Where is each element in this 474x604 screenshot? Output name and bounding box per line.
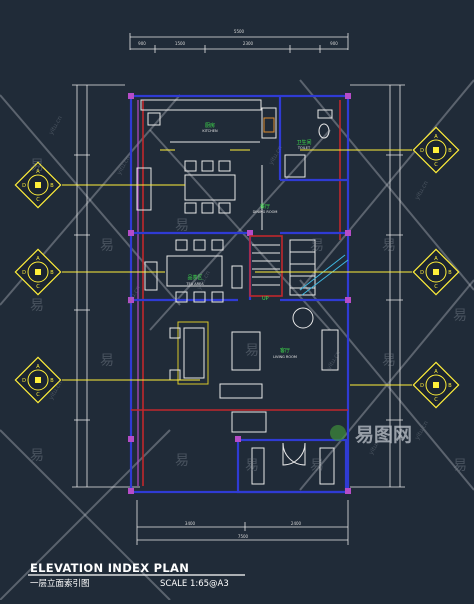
watermark-glyph: 易: [453, 308, 467, 324]
tea-area: 品茶区 TEA AREA: [144, 239, 243, 303]
marker-letter: D: [22, 183, 26, 189]
toilet-label: 卫生间: [296, 139, 311, 146]
index-marker: A B C D: [14, 161, 62, 209]
marker-letter: B: [50, 183, 54, 189]
watermark-glyph: 易: [175, 218, 189, 234]
marker-letter: A: [434, 134, 438, 140]
staircase: UP: [249, 235, 349, 302]
watermark-glyph: 易: [30, 158, 44, 174]
bottom-dimensions: 3400 2400 7500: [136, 500, 349, 545]
watermark-glyph: 易: [310, 458, 324, 474]
marker-letter: C: [36, 392, 40, 398]
marker-letter: D: [420, 383, 424, 389]
top-dim-1: 900: [138, 41, 146, 46]
marker-letter: D: [420, 148, 424, 154]
bottom-total-dim: 7500: [238, 534, 249, 539]
title-block: ELEVATION INDEX PLAN 一层立面索引图 SCALE 1:65@…: [28, 561, 245, 589]
marker-letter: A: [36, 169, 40, 175]
bottom-dim-1: 3400: [185, 521, 196, 526]
watermark-glyph: 易: [245, 458, 259, 474]
marker-letter: D: [22, 378, 26, 384]
index-marker: A B C D: [412, 361, 460, 409]
watermark-lines: [0, 79, 474, 601]
index-marker: A B C D: [412, 248, 460, 296]
marker-letter: B: [448, 270, 452, 276]
plan-title: ELEVATION INDEX PLAN: [30, 561, 189, 575]
dining-label-en: DINING ROOM: [253, 210, 278, 214]
marker-letter: B: [50, 378, 54, 384]
top-dim-3: 2300: [243, 41, 254, 46]
living-room-label-en: LIVING ROOM: [273, 355, 297, 359]
watermark-glyph: 易: [30, 298, 44, 314]
watermark-url: yitu.cn: [48, 115, 64, 136]
marker-letter: C: [434, 162, 438, 168]
watermark-url: yitu.cn: [414, 420, 430, 441]
marker-letter: D: [22, 270, 26, 276]
watermark-url: yitu.cn: [268, 145, 284, 166]
plan-scale: SCALE 1:65@A3: [160, 579, 229, 589]
watermark-glyph: 易: [100, 353, 114, 369]
top-dim-2: 1500: [175, 41, 186, 46]
index-markers: A B C D A B C D A B C D A B: [14, 126, 460, 409]
tea-area-label: 品茶区: [187, 274, 202, 281]
watermark-glyph: 易: [382, 353, 396, 369]
brand-text: 易图网: [355, 424, 412, 446]
watermark-url: yitu.cn: [326, 350, 342, 371]
watermark-glyph: 易: [175, 453, 189, 469]
marker-letter: C: [36, 284, 40, 290]
marker-letter: A: [36, 256, 40, 262]
marker-letter: C: [36, 197, 40, 203]
marker-letter: C: [434, 284, 438, 290]
walls: [128, 93, 351, 494]
watermark-glyph: 易: [382, 238, 396, 254]
toilet: 卫生间 TOILET: [284, 109, 333, 178]
side-dimensions: [72, 84, 405, 488]
kitchen-label: 厨房: [205, 122, 215, 129]
entry-door: [251, 442, 335, 485]
watermark-glyph: 易: [100, 238, 114, 254]
living-room: 客厅 LIVING ROOM: [169, 307, 339, 433]
top-dim-4: 900: [330, 41, 338, 46]
index-marker: A B C D: [14, 356, 62, 404]
index-marker: A B C D: [14, 248, 62, 296]
stair-up-label: UP: [262, 296, 269, 302]
marker-letter: D: [420, 270, 424, 276]
watermark-url: yitu.cn: [116, 155, 132, 176]
watermark-glyph: 易: [30, 448, 44, 464]
marker-letter: A: [434, 256, 438, 262]
toilet-label-en: TOILET: [297, 146, 311, 150]
marker-letter: B: [50, 270, 54, 276]
top-dimensions: 5500 900 1500 2300 900: [129, 29, 349, 53]
marker-letter: B: [448, 383, 452, 389]
dining-label: 餐厅: [260, 203, 270, 210]
kitchen-label-en: KITCHEN: [202, 129, 218, 133]
index-marker: A B C D: [412, 126, 460, 174]
watermark-glyph: 易: [245, 343, 259, 359]
living-room-label: 客厅: [280, 347, 290, 354]
marker-letter: A: [36, 364, 40, 370]
bottom-dim-2: 2400: [291, 521, 302, 526]
top-total-dim: 5500: [234, 29, 245, 34]
plan-subtitle: 一层立面索引图: [30, 578, 90, 589]
index-pointer-lines: [62, 149, 412, 386]
kitchen: 厨房 KITCHEN: [140, 99, 277, 143]
brand-logo: 易图网: [330, 424, 412, 446]
tea-area-label-en: TEA AREA: [185, 282, 204, 286]
marker-letter: B: [448, 148, 452, 154]
watermark-glyph: 易: [310, 238, 324, 254]
marker-letter: A: [434, 369, 438, 375]
marker-letter: C: [434, 397, 438, 403]
dining-area: 餐厅 DINING ROOM: [136, 160, 278, 230]
watermark-url: yitu.cn: [414, 180, 430, 201]
watermark-glyph: 易: [453, 458, 467, 474]
